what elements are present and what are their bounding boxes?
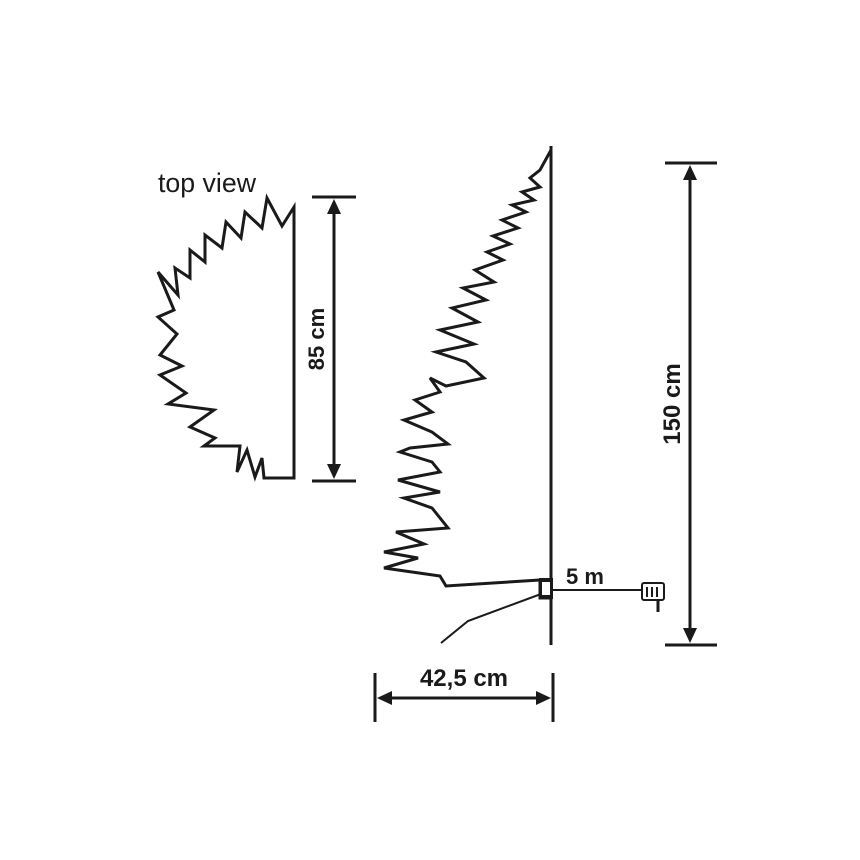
top-view-foliage-outline (155, 193, 296, 482)
arrowhead-up-icon (683, 165, 697, 180)
cable-length-label: 5 m (566, 564, 604, 589)
side-view-group: 5 m 150 cm 42,5 cm (373, 146, 717, 722)
side-view-foliage-outline (383, 149, 553, 600)
arrowhead-right-icon (536, 691, 551, 705)
top-view-group: top view 85 cm (155, 168, 356, 483)
tree-base-inner (542, 582, 550, 595)
arrowhead-up-icon (327, 199, 341, 214)
power-plug-icon (641, 582, 665, 612)
width-dimension (373, 673, 555, 722)
ground-stake (440, 593, 542, 644)
height-dimension (665, 161, 717, 647)
height-label: 150 cm (659, 363, 686, 444)
arrowhead-down-icon (683, 628, 697, 643)
arrowhead-left-icon (377, 691, 392, 705)
width-label: 42,5 cm (420, 665, 508, 692)
depth-dimension (312, 195, 356, 483)
depth-label: 85 cm (304, 308, 329, 370)
arrowhead-down-icon (327, 464, 341, 479)
top-view-label: top view (158, 168, 256, 198)
